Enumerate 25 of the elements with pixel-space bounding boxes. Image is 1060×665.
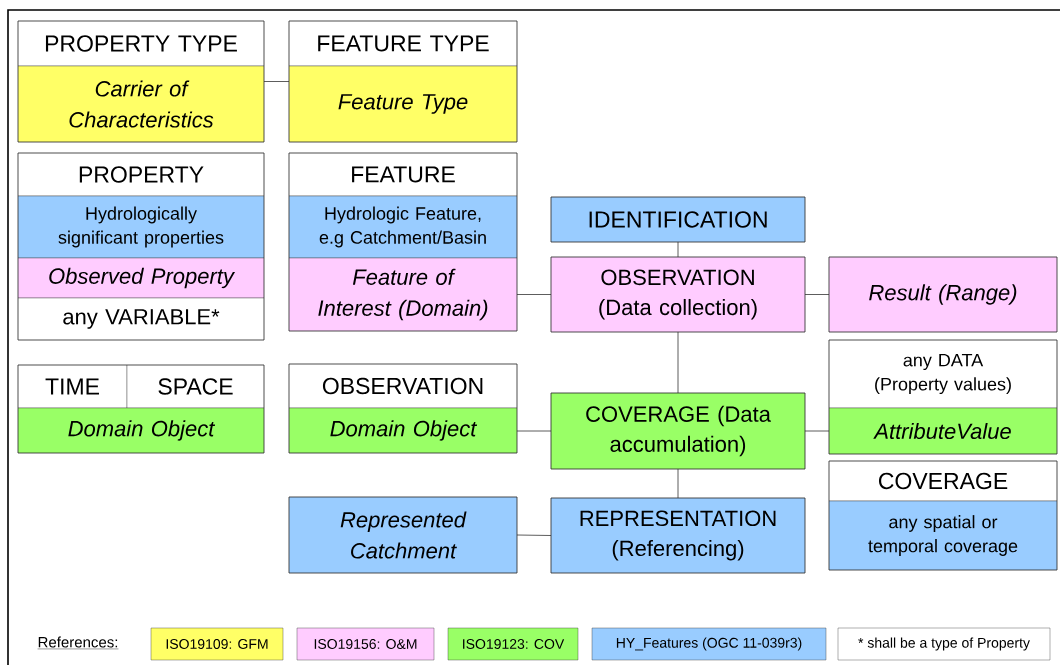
class-box: OBSERVATION Domain Object xyxy=(288,363,518,454)
connector-line xyxy=(516,430,552,432)
connector-line xyxy=(516,534,552,536)
connector-line xyxy=(804,294,830,295)
legend-heading: References: xyxy=(37,636,119,650)
class-box: Represented Catchment xyxy=(288,496,518,574)
type-box: PROPERTY TYPE Carrier of Characteristics xyxy=(17,20,265,143)
connector-line xyxy=(677,331,679,394)
connector-line xyxy=(677,468,679,499)
connector-line xyxy=(804,430,830,432)
class-box: Result (Range) xyxy=(828,256,1058,333)
connector-line xyxy=(263,81,290,82)
class-box: FEATURE Hydrologic Feature, e.g Catchment/Basin Feature of Interest (Domain) xyxy=(288,152,518,332)
process-box: OBSERVATION (Data collection) xyxy=(550,256,806,333)
class-box: PROPERTY Hydrologically significant properties Observed Property any VARIABLE* xyxy=(17,152,265,341)
class-box: COVERAGE any spatial or temporal coverage xyxy=(828,460,1058,571)
connector-line xyxy=(516,294,552,295)
process-box: COVERAGE (Data accumulation) xyxy=(550,392,806,470)
class-box: TIME SPACE Domain Object xyxy=(17,364,265,454)
type-box: FEATURE TYPE Feature Type xyxy=(288,20,518,143)
class-box: any DATA (Property values) AttributeValue xyxy=(828,339,1058,455)
process-box: REPRESENTATION (Referencing) xyxy=(550,497,806,574)
note-box: * shall be a type of Property xyxy=(837,627,1051,661)
process-box: IDENTIFICATION xyxy=(550,196,806,243)
connector-line xyxy=(677,241,679,258)
